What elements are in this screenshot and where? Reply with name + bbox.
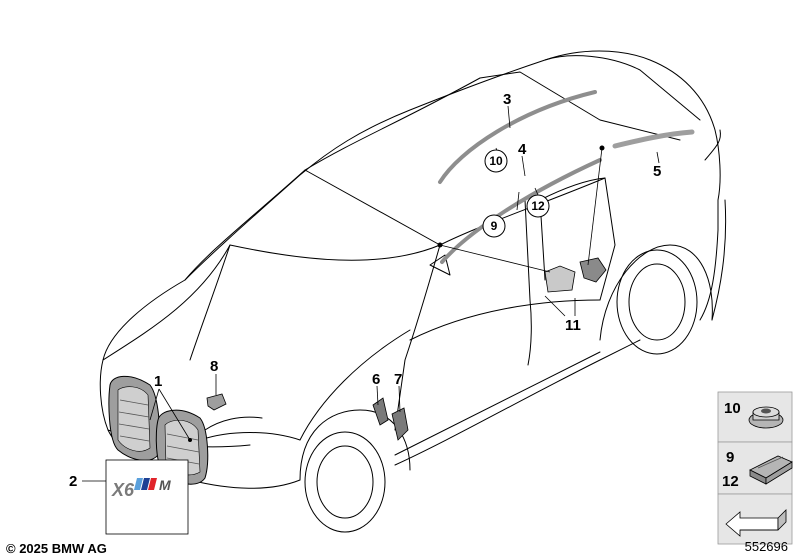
part-5-rear-strip [612,129,695,149]
callout-4: 4 [518,141,527,158]
legend-label-10: 10 [724,400,741,417]
copyright-text: © 2025 BMW AG [6,541,107,556]
callout-11: 11 [565,317,581,334]
callout-5: 5 [653,163,661,180]
part-7-fender-trim [391,407,409,441]
callout-7: 7 [394,371,402,388]
callout-2: 2 [69,473,77,490]
callout-3: 3 [503,91,511,108]
circled-callout-12: 12 [526,194,550,218]
callout-9: 9 [491,219,498,233]
badge-brand-letter: M [159,477,171,493]
part-4-roof-rail [440,158,602,264]
part-11-clip-kit [544,257,607,293]
leader-dot-windshield [437,242,443,248]
part-2-badge-box: X6 M [105,459,189,535]
legend-panel: 10 9 12 [717,391,793,545]
callout-10: 10 [489,154,503,168]
legend-label-9: 9 [726,449,734,466]
callout-6: 6 [372,371,380,388]
part-8-sensor [206,393,227,411]
leader-dot-rear [599,145,605,151]
callout-1: 1 [154,373,162,390]
arrow-icon [725,509,787,537]
part-6-fender-trim [372,397,389,426]
nut-icon [748,406,784,429]
leader-lines [82,105,660,482]
badge-model-text: X6 [111,480,135,500]
diagram-id-text: 552696 [744,539,788,554]
leader-dot-grille [188,438,192,442]
callout-12: 12 [531,199,545,213]
part-3-roof-rail [438,90,597,184]
callout-8: 8 [210,358,218,375]
clip-icon [749,455,793,485]
circled-callout-9: 9 [482,214,506,238]
circled-callout-10: 10 [484,149,508,173]
kidney-grille-left [108,375,161,461]
m-stripes-icon [134,478,157,490]
legend-label-12: 12 [722,473,739,490]
